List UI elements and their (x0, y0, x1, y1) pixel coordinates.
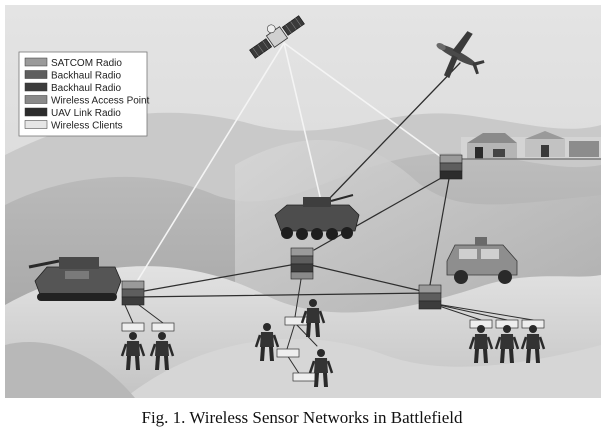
tank-icon (28, 257, 122, 301)
satellite-icon (249, 15, 305, 59)
soldier-icon (300, 299, 326, 337)
legend-label: UAV Link Radio (51, 108, 121, 119)
legend-label: Backhaul Radio (51, 71, 121, 82)
soldier-icon (520, 325, 546, 363)
soldier-icon (494, 325, 520, 363)
legend-swatch (24, 107, 48, 117)
legend-swatch (24, 82, 48, 92)
legend-swatch (24, 120, 48, 129)
humvee-icon (446, 237, 518, 284)
soldier-icon (149, 332, 175, 370)
armored-vehicle-icon (274, 194, 360, 240)
radio-stack-tank (121, 280, 145, 306)
legend-item: Backhaul Radio (24, 70, 121, 82)
radio-stack-humvee (418, 284, 442, 310)
legend-item: Wireless Clients (24, 120, 123, 132)
soldier-icon (120, 332, 146, 370)
radio-stack-camp (439, 154, 463, 180)
soldier-icon (308, 349, 334, 387)
legend-swatch (24, 57, 48, 67)
legend-swatch (24, 70, 48, 79)
legend-item: SATCOM Radio (24, 57, 122, 69)
figure-caption: Fig. 1. Wireless Sensor Networks in Batt… (141, 408, 463, 427)
soldier-icon (468, 325, 494, 363)
uav-drone-icon (436, 31, 485, 79)
legend-item: UAV Link Radio (24, 107, 121, 119)
legend-label: Backhaul Radio (51, 83, 121, 94)
soldiers-group (120, 299, 546, 387)
legend-swatch (24, 95, 48, 104)
legend-item: Wireless Access Point (24, 95, 150, 107)
field-camp-icon (461, 131, 601, 160)
soldier-icon (254, 323, 280, 361)
legend-label: Wireless Access Point (51, 96, 150, 107)
legend-item: Backhaul Radio (24, 82, 121, 94)
radio-stack-vehicle (290, 247, 314, 280)
legend-label: Wireless Clients (51, 121, 123, 132)
legend-label: SATCOM Radio (51, 58, 122, 69)
